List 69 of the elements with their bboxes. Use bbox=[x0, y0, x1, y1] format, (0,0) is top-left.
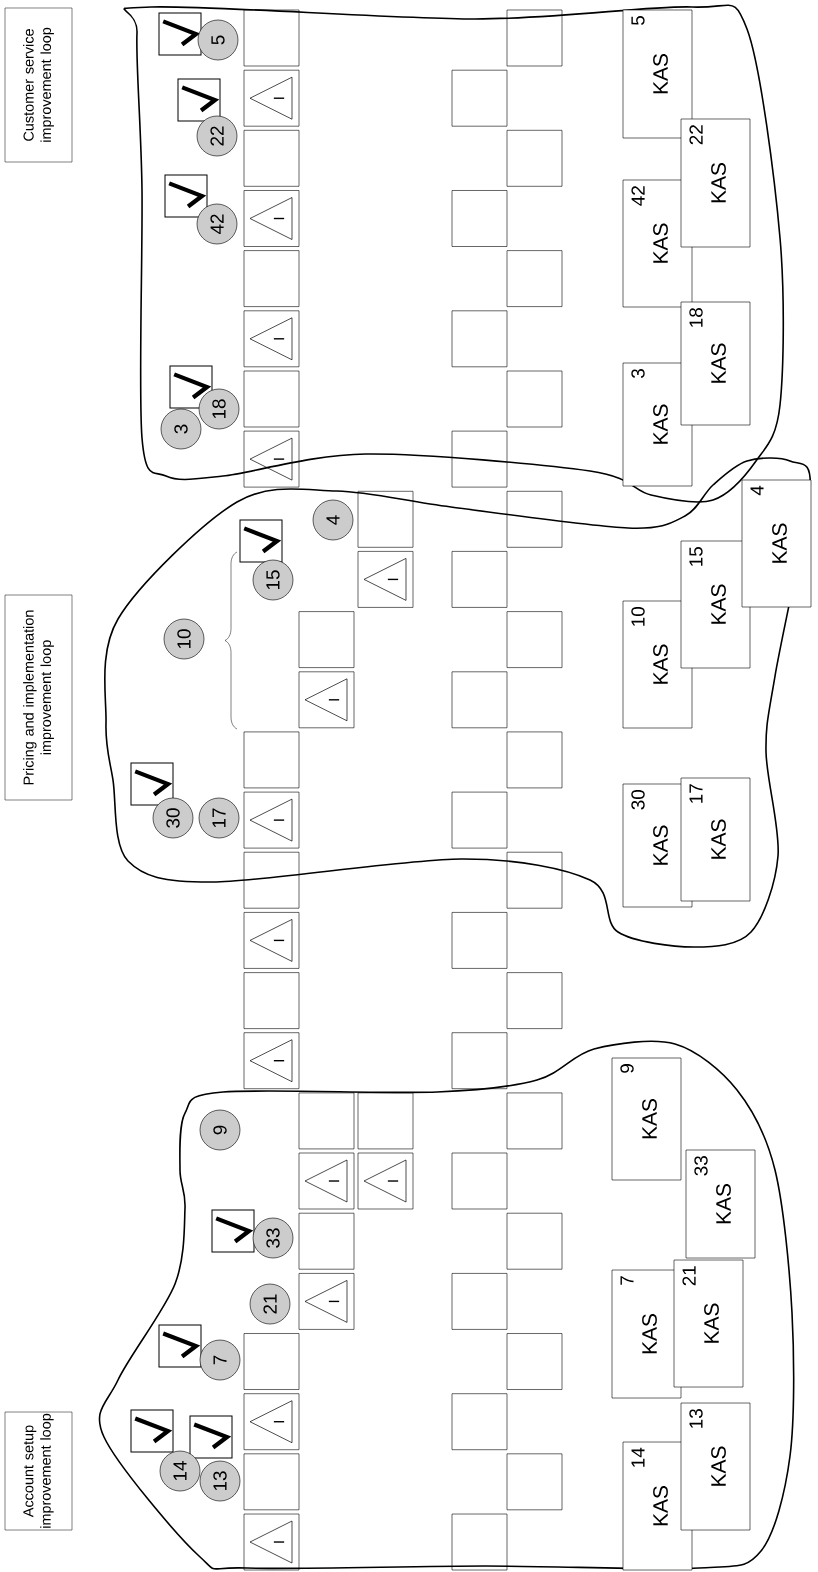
warning-square: I bbox=[243, 791, 300, 849]
empty-square bbox=[451, 430, 508, 488]
warning-square: I bbox=[243, 69, 300, 127]
empty-square bbox=[451, 1513, 508, 1571]
warning-square: I bbox=[357, 1152, 414, 1210]
kas-box: 42 KAS bbox=[622, 179, 693, 308]
warning-square: I bbox=[243, 430, 300, 488]
empty-square bbox=[451, 551, 508, 608]
warning-square: I bbox=[243, 1393, 300, 1450]
title-box: Customer service improvement loop bbox=[4, 7, 73, 163]
kas-box: 22 KAS bbox=[680, 118, 751, 248]
empty-square bbox=[506, 370, 563, 428]
empty-square bbox=[451, 69, 508, 127]
empty-square bbox=[243, 1333, 300, 1390]
title-box: Pricing and implementation improvement loop bbox=[4, 594, 73, 801]
warning-square: I bbox=[357, 551, 414, 608]
kas-box: 4 KAS bbox=[741, 479, 812, 608]
title-box: Account setup improvement loop bbox=[4, 1411, 73, 1531]
empty-square bbox=[506, 9, 563, 67]
empty-square bbox=[243, 1453, 300, 1511]
empty-square bbox=[357, 491, 414, 548]
kas-box: 9 KAS bbox=[611, 1057, 682, 1181]
empty-square bbox=[243, 9, 300, 67]
kas-box: 15 KAS bbox=[680, 540, 751, 669]
empty-square bbox=[506, 611, 563, 668]
empty-square bbox=[451, 1273, 508, 1330]
empty-square bbox=[451, 671, 508, 729]
empty-square bbox=[357, 1092, 414, 1150]
empty-square bbox=[451, 1152, 508, 1210]
kas-box: 17 KAS bbox=[680, 777, 751, 902]
empty-square bbox=[243, 731, 300, 789]
warning-square: I bbox=[243, 310, 300, 368]
kas-box: 21 KAS bbox=[673, 1259, 744, 1388]
empty-square bbox=[451, 1032, 508, 1089]
warning-square: I bbox=[298, 671, 355, 729]
empty-square bbox=[506, 1092, 563, 1150]
empty-square bbox=[451, 791, 508, 849]
empty-square bbox=[506, 250, 563, 307]
kas-box: 18 KAS bbox=[680, 301, 751, 426]
empty-square bbox=[243, 972, 300, 1029]
empty-square bbox=[506, 130, 563, 187]
empty-square bbox=[451, 190, 508, 247]
kas-box: 3 KAS bbox=[622, 362, 693, 487]
empty-square bbox=[298, 1092, 355, 1150]
empty-square bbox=[243, 370, 300, 428]
warning-square: I bbox=[243, 912, 300, 969]
empty-square bbox=[506, 972, 563, 1029]
warning-square: I bbox=[298, 1152, 355, 1210]
empty-square bbox=[506, 1453, 563, 1511]
warning-square: I bbox=[298, 1273, 355, 1330]
kas-box: 10 KAS bbox=[622, 600, 693, 729]
empty-square bbox=[506, 491, 563, 548]
empty-square bbox=[298, 611, 355, 668]
warning-square: I bbox=[243, 1513, 300, 1571]
empty-square bbox=[451, 310, 508, 368]
empty-square bbox=[506, 1212, 563, 1270]
empty-square bbox=[298, 1212, 355, 1270]
empty-square bbox=[243, 130, 300, 187]
empty-square bbox=[451, 912, 508, 969]
empty-square bbox=[243, 851, 300, 909]
empty-square bbox=[506, 731, 563, 789]
empty-square bbox=[243, 250, 300, 307]
kas-box: 13 KAS bbox=[680, 1402, 751, 1531]
empty-square bbox=[451, 1393, 508, 1450]
empty-square bbox=[506, 851, 563, 909]
warning-square: I bbox=[243, 1032, 300, 1089]
kas-box: 33 KAS bbox=[685, 1149, 756, 1259]
warning-square: I bbox=[243, 190, 300, 247]
empty-square bbox=[506, 1333, 563, 1390]
